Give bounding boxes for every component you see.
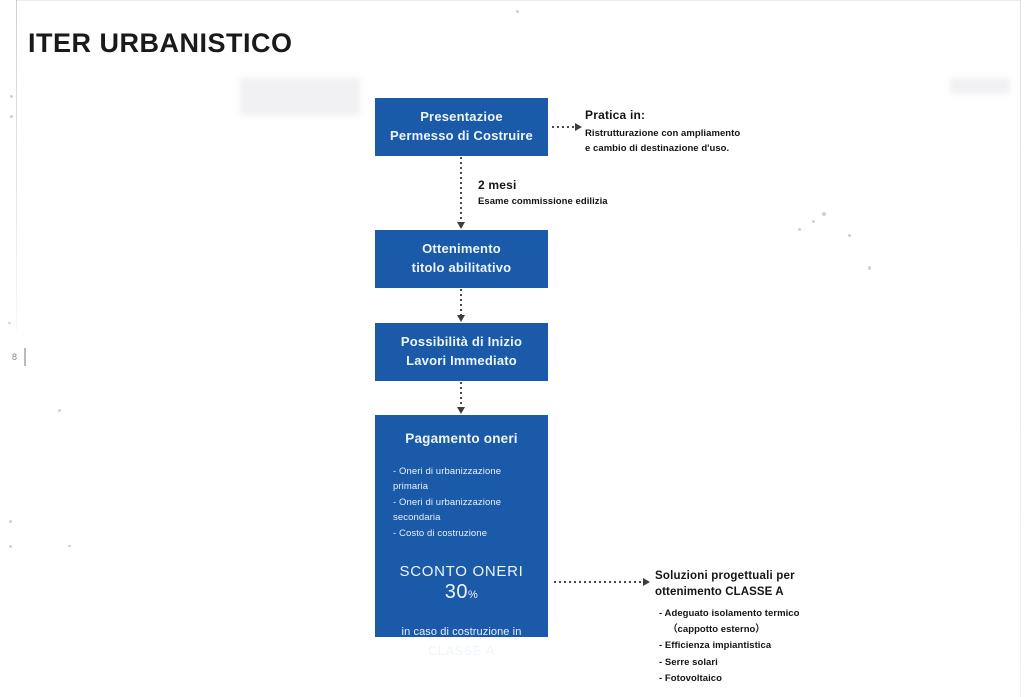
pagamento-caso-line: in caso di costruzione in — [401, 625, 522, 638]
oneri-list: - Oneri di urbanizzazione primaria - One… — [393, 464, 530, 541]
flow-box-line: Ottenimento — [422, 241, 501, 257]
scan-speck — [516, 10, 519, 13]
flow-box-presentazione-permesso[interactable]: Presentazioe Permesso di Costruire — [375, 98, 548, 156]
soluzioni-list: - Adeguato isolamento termico （cappotto … — [655, 606, 915, 688]
connector-arrow-possibilita-to-pagamento — [457, 382, 465, 414]
scan-artifact-bar — [24, 348, 26, 366]
annotation-pratica: Pratica in: Ristrutturazione con ampliam… — [585, 108, 815, 157]
connector-arrow-pratica — [552, 123, 582, 131]
connector-arrow-presentazione-to-ottenimento — [457, 157, 465, 229]
annotation-soluzioni-title-line: ottenimento CLASSE A — [655, 586, 784, 599]
soluzioni-list-item: - Adeguato isolamento termico — [659, 607, 800, 619]
scan-speck — [10, 115, 13, 118]
soluzioni-list-item: - Efficienza impiantistica — [659, 640, 772, 652]
scan-speck — [868, 266, 871, 270]
oneri-list-item: - Oneri di urbanizzazione primaria — [393, 466, 502, 493]
sconto-oneri-value: 30% — [393, 581, 530, 604]
sconto-oneri-number: 30 — [444, 580, 468, 603]
arrow-head-right-icon — [643, 578, 650, 586]
connector-dots — [460, 382, 462, 407]
oneri-list-item: - Oneri di urbanizzazione secondaria — [393, 496, 502, 524]
flow-box-line: Permesso di Costruire — [390, 128, 533, 143]
annotation-soluzioni-progettuali: Soluzioni progettuali per ottenimento CL… — [655, 568, 915, 687]
step-label-title: 2 mesi — [478, 178, 517, 192]
annotation-soluzioni-title-line: Soluzioni progettuali per — [655, 570, 795, 582]
flow-box-line: Presentazioe — [420, 109, 503, 125]
scan-speck — [58, 409, 61, 412]
oneri-list-item: - Costo di costruzione — [393, 527, 488, 539]
scan-speck — [8, 322, 11, 324]
scan-speck — [9, 545, 12, 548]
page-edge-left — [16, 0, 17, 330]
scan-speck — [798, 228, 801, 231]
scan-speck — [9, 520, 12, 523]
flow-box-pagamento-oneri[interactable]: Pagamento oneri - Oneri di urbanizzazion… — [375, 415, 548, 658]
page-edge-top — [16, 0, 1020, 1]
arrow-head-down-icon — [457, 222, 465, 229]
page-title: ITER URBANISTICO — [28, 28, 293, 58]
step-label-2-mesi: 2 mesi Esame commissione edilizia — [478, 178, 608, 207]
flow-box-possibilita-inizio-lavori[interactable]: Possibilità di Inizio Lavori Immediato — [375, 323, 548, 381]
soluzioni-list-item: - Serre solari — [659, 656, 718, 668]
annotation-soluzioni-title: Soluzioni progettuali per ottenimento CL… — [655, 568, 915, 601]
scan-smudge — [950, 78, 1010, 94]
flow-box-line: titolo abilitativo — [411, 260, 512, 275]
soluzioni-list-item: （cappotto esterno） — [668, 623, 765, 635]
arrow-head-down-icon — [457, 315, 465, 322]
annotation-pratica-line: e cambio di destinazione d'uso. — [585, 143, 730, 155]
annotation-pratica-line: Ristrutturazione con ampliamento — [585, 128, 741, 139]
annotation-pratica-title: Pratica in: — [585, 108, 646, 122]
step-label-subtitle: Esame commissione edilizia — [478, 196, 608, 207]
connector-arrow-ottenimento-to-possibilita — [457, 289, 465, 322]
scan-speck — [822, 212, 826, 216]
sconto-oneri-label: SCONTO ONERI — [399, 562, 524, 580]
sconto-oneri-unit: % — [467, 588, 479, 601]
arrow-head-down-icon — [457, 407, 465, 414]
flow-box-line: Possibilità di Inizio — [400, 334, 523, 350]
pagamento-title: Pagamento oneri — [405, 431, 518, 446]
scan-smudge — [240, 78, 360, 116]
scan-speck — [848, 234, 851, 237]
connector-arrow-soluzioni — [554, 578, 650, 586]
connector-dots — [460, 157, 462, 222]
scan-artifact-mark: 8 — [12, 352, 18, 362]
flow-box-line: Lavori Immediato — [406, 353, 517, 368]
arrow-head-right-icon — [575, 123, 582, 131]
soluzioni-list-item: - Fotovoltaico — [659, 672, 722, 684]
connector-dots — [460, 289, 462, 315]
connector-dots — [554, 581, 643, 583]
connector-dots — [552, 126, 575, 128]
page-edge-right — [1020, 0, 1021, 697]
pagamento-classe-line: CLASSE A — [428, 643, 495, 658]
scan-speck — [812, 220, 815, 223]
flow-box-ottenimento-titolo[interactable]: Ottenimento titolo abilitativo — [375, 230, 548, 288]
scan-speck — [68, 545, 71, 547]
scan-speck — [10, 95, 13, 98]
